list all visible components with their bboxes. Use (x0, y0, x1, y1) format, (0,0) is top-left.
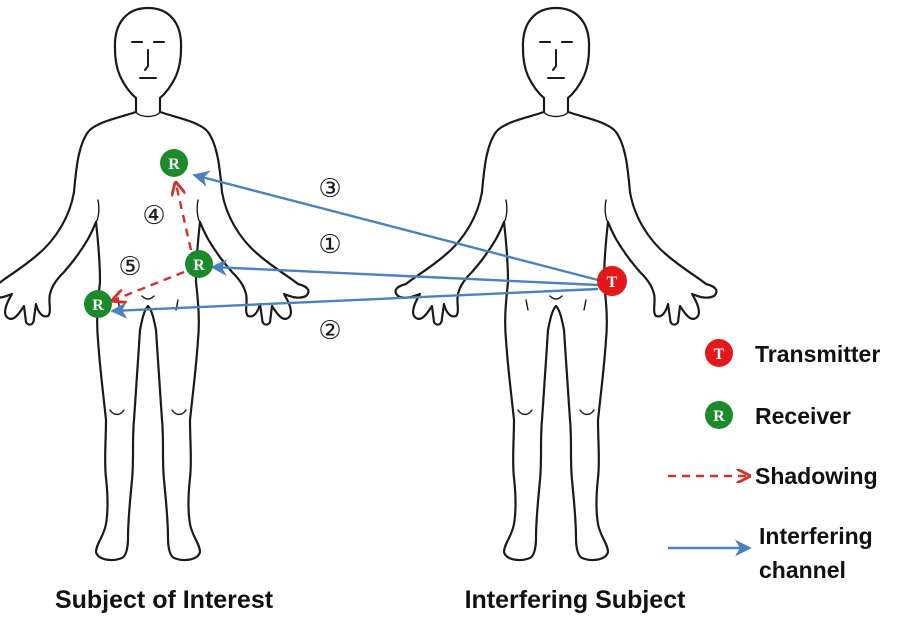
transmitter-node-letter: T (607, 274, 618, 291)
legend-interfering-channel: Interfering channel (668, 523, 873, 583)
legend: T Transmitter R Receiver Shadowing Inter… (668, 339, 880, 583)
legend-receiver: R Receiver (705, 401, 851, 429)
legend-shadowing: Shadowing (668, 463, 878, 489)
channel-label-2: ② (318, 316, 341, 346)
receiver-node-letter: R (168, 156, 180, 173)
legend-shadowing-label: Shadowing (755, 463, 878, 489)
legend-transmitter-letter: T (714, 346, 725, 363)
right-figure-caption: Interfering Subject (465, 586, 687, 614)
legend-receiver-letter: R (713, 408, 725, 425)
channel-label-4: ④ (142, 201, 165, 231)
interfering-channel-2-line (112, 289, 598, 311)
shadowing-channel-4-line (176, 184, 191, 250)
legend-transmitter-label: Transmitter (755, 341, 880, 367)
channel-label-5: ⑤ (118, 252, 141, 282)
legend-receiver-label: Receiver (755, 403, 851, 429)
interfering-channel-3-line (194, 175, 598, 280)
receiver-node-chest: R (160, 149, 188, 177)
left-figure-caption: Subject of Interest (55, 586, 274, 614)
interfering-channel-1-line (212, 267, 598, 285)
channel-label-1: ① (318, 230, 341, 260)
receiver-node-letter: R (92, 297, 104, 314)
receiver-node-hand: R (84, 290, 112, 318)
receiver-node-waist: R (185, 250, 213, 278)
transmitter-node: T (597, 266, 627, 296)
legend-transmitter: T Transmitter (705, 339, 880, 367)
legend-interfering-label-line1: Interfering (759, 523, 873, 549)
channel-label-3: ③ (318, 174, 341, 204)
receiver-node-letter: R (193, 257, 205, 274)
legend-interfering-label-line2: channel (759, 557, 846, 583)
